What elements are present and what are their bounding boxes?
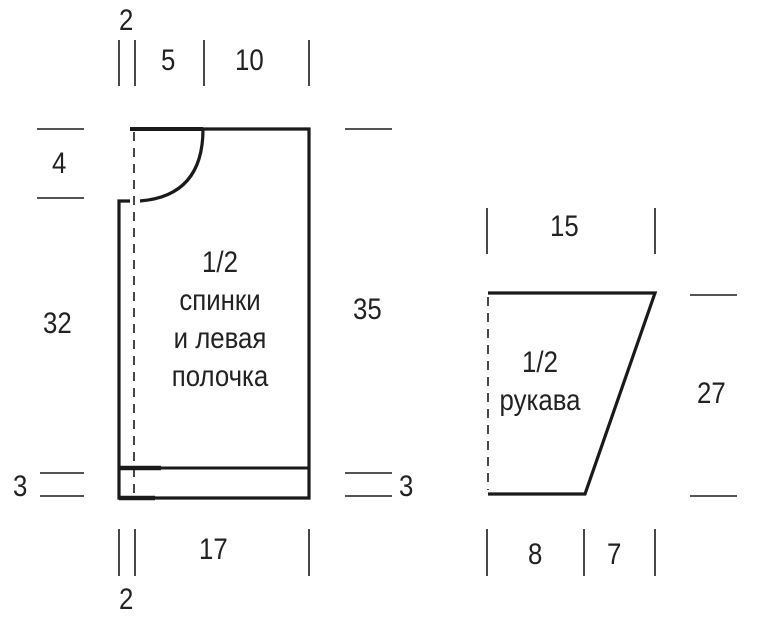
back-front-label-line: полочка (171, 360, 269, 393)
back-front-label-line: и левая (173, 322, 267, 355)
dim-bottom-width: 17 (199, 533, 228, 566)
back-front-label-line: спинки (179, 284, 261, 317)
neckline-curve (139, 128, 205, 203)
dim-sleeve-bottom-right: 7 (607, 538, 622, 571)
dim-left-top: 4 (52, 147, 67, 180)
sleeve-label-line: 1/2 (522, 346, 558, 379)
back-front-label: 1/2 спинки и левая полочка (151, 244, 289, 396)
dim-top-left: 2 (119, 4, 134, 37)
sleeve-piece (487, 291, 658, 496)
sleeve-label: 1/2 рукава (488, 344, 591, 420)
sleeve-dimension-lines (486, 208, 737, 576)
back-front-piece (117, 127, 311, 501)
dim-sleeve-height: 27 (697, 377, 726, 410)
dim-top-right: 10 (235, 44, 264, 77)
dim-sleeve-bottom-left: 8 (528, 538, 543, 571)
dim-right-bottom: 3 (399, 470, 414, 503)
dim-bottom-left: 2 (119, 583, 134, 616)
dim-right-full: 35 (353, 293, 382, 326)
dim-left-mid: 32 (43, 307, 72, 340)
dim-top-mid: 5 (161, 44, 176, 77)
sleeve-label-line: рукава (499, 384, 581, 417)
back-front-outline (117, 127, 311, 500)
sleeve-outline (488, 291, 658, 496)
back-front-dimension-lines (37, 40, 392, 576)
back-front-label-line: 1/2 (202, 246, 238, 279)
dim-sleeve-top: 15 (550, 210, 579, 243)
dim-left-bottom: 3 (13, 470, 28, 503)
